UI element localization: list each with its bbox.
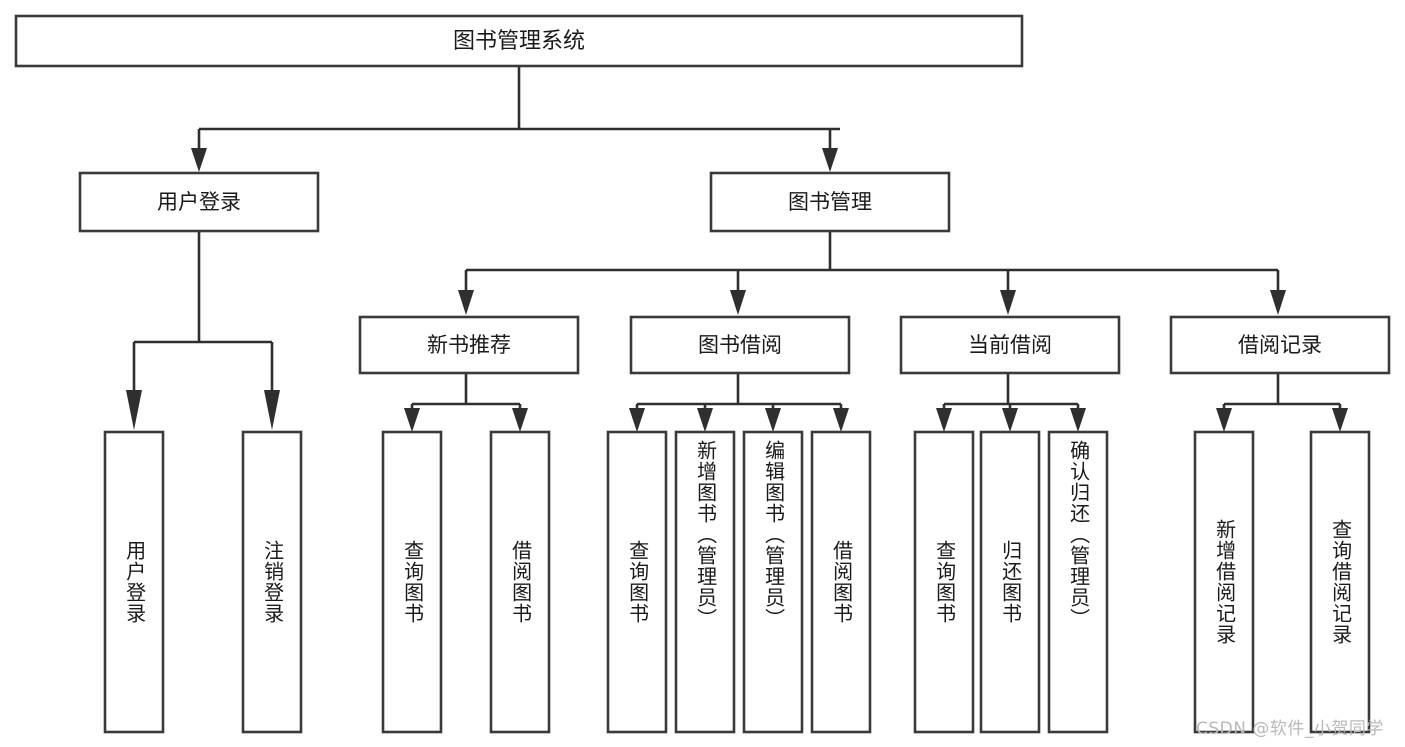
arrow-to-current-borrow: [1000, 290, 1016, 315]
arrow-leaf-cb-query: [936, 408, 952, 432]
node-borrow-record-box[interactable]: [1169, 315, 1391, 375]
node-new-book-recommend[interactable]: 新书推荐: [358, 315, 580, 375]
leaf-box-bb-query[interactable]: [606, 430, 668, 734]
leaf-box-bb-borrow[interactable]: [810, 430, 872, 734]
node-root-label: 图书管理系统: [453, 29, 585, 54]
arrow-to-user-login: [191, 148, 207, 172]
leaf-box-newbook-borrow[interactable]: [489, 430, 551, 734]
node-book-management-label: 图书管理: [788, 190, 872, 214]
node-book-management[interactable]: 图书管理: [709, 171, 951, 233]
node-book-borrow-box[interactable]: [629, 315, 851, 375]
node-borrow-record-label: 借阅记录: [1238, 333, 1322, 357]
arrow-leaf-br-add: [1216, 408, 1232, 432]
leaf-box-cb-query[interactable]: [913, 430, 975, 734]
leaf-box-bb-add[interactable]: [674, 430, 736, 734]
arrow-leaf-bb-edit: [765, 408, 781, 432]
leaf-box-newbook-query[interactable]: [381, 430, 443, 734]
arrow-leaf-cb-return: [1002, 408, 1018, 432]
arrow-leaf-bb-add: [697, 408, 713, 432]
arrow-leaf-newbook-query: [404, 408, 420, 432]
leaf-box-bb-edit[interactable]: [742, 430, 804, 734]
node-new-book-recommend-box[interactable]: [358, 315, 580, 375]
node-user-login-box[interactable]: [78, 171, 320, 233]
arrow-to-book-borrow: [730, 290, 746, 315]
node-user-login-label: 用户登录: [157, 190, 241, 214]
node-user-login[interactable]: 用户登录: [78, 171, 320, 233]
leaf-box-user-login[interactable]: [103, 430, 165, 734]
node-root-box[interactable]: [14, 14, 1024, 68]
leaf-box-br-add[interactable]: [1193, 430, 1255, 734]
node-current-borrow-box[interactable]: [899, 315, 1121, 375]
node-book-management-box[interactable]: [709, 171, 951, 233]
node-root[interactable]: 图书管理系统: [14, 14, 1024, 68]
leaf-box-logout[interactable]: [241, 430, 303, 734]
arrow-leaf-br-query: [1332, 408, 1348, 432]
arrow-to-new-book: [458, 290, 474, 315]
node-borrow-record[interactable]: 借阅记录: [1169, 315, 1391, 375]
arrow-leaf-bb-query: [629, 408, 645, 432]
node-current-borrow-label: 当前借阅: [968, 333, 1052, 357]
node-book-borrow-label: 图书借阅: [698, 333, 782, 357]
arrow-leaf-user-login: [126, 390, 142, 430]
arrow-leaf-logout: [264, 390, 280, 430]
arrow-to-borrow-record: [1270, 290, 1286, 315]
leaf-box-cb-return[interactable]: [979, 430, 1041, 734]
leaf-box-br-query[interactable]: [1309, 430, 1371, 734]
node-current-borrow[interactable]: 当前借阅: [899, 315, 1121, 375]
node-book-borrow[interactable]: 图书借阅: [629, 315, 851, 375]
leaf-box-cb-confirm[interactable]: [1047, 430, 1109, 734]
arrow-to-book-mgmt: [822, 148, 838, 172]
arrow-leaf-bb-borrow: [833, 408, 849, 432]
connectors-group: [126, 66, 1348, 432]
node-new-book-recommend-label: 新书推荐: [427, 333, 511, 357]
arrow-leaf-cb-confirm: [1070, 408, 1086, 432]
arrow-leaf-newbook-borrow: [512, 408, 528, 432]
